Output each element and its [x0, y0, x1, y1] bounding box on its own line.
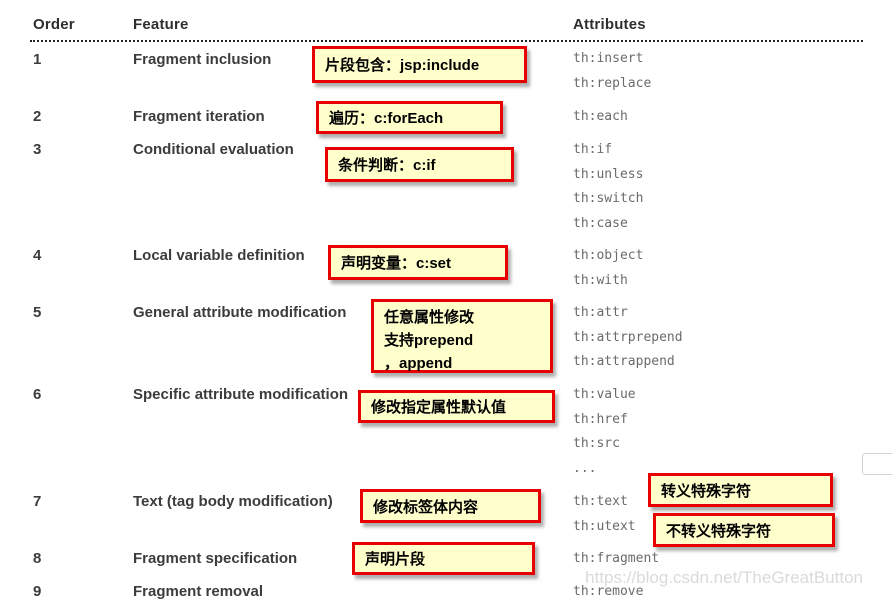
- order-cell: 6: [33, 386, 42, 403]
- attribute-item: th:each: [573, 109, 628, 124]
- annotation-line: ，append: [384, 355, 453, 372]
- attribute-item: th:with: [573, 272, 628, 288]
- attribute-item: th:unless: [573, 166, 644, 182]
- annotation-conditional-evaluation: 条件判断：c:if: [325, 147, 514, 182]
- order-cell: 2: [33, 108, 42, 125]
- annotation-line: 支持prepend: [384, 332, 474, 349]
- annotation-unescape-chars: 不转义特殊字符: [653, 513, 835, 547]
- attribute-item: th:value: [573, 387, 636, 402]
- attribute-item: th:remove: [573, 584, 644, 599]
- watermark: https://blog.csdn.net/TheGreatButton: [585, 568, 863, 587]
- order-cell: 1: [33, 51, 42, 68]
- attribute-item: th:utext: [573, 518, 636, 534]
- annotation-fragment-inclusion: 片段包含：jsp:include: [312, 46, 527, 83]
- annotation-general-attribute: 任意属性修改 支持prepend ，append: [371, 299, 553, 373]
- attribute-item: th:fragment: [573, 551, 660, 566]
- feature-cell: General attribute modification: [133, 304, 347, 321]
- order-cell: 5: [33, 304, 42, 321]
- attribute-item: th:case: [573, 215, 628, 231]
- annotation-local-variable: 声明变量：c:set: [328, 245, 508, 280]
- order-cell: 9: [33, 583, 42, 600]
- feature-cell: Fragment specification: [133, 550, 298, 567]
- attribute-item: ...: [573, 460, 597, 476]
- column-header-attributes: Attributes: [573, 16, 646, 33]
- attribute-list: th:value th:href th:src ...: [573, 383, 636, 481]
- attribute-item: th:src: [573, 436, 620, 451]
- attribute-list: th:text th:utext: [573, 490, 636, 539]
- header-divider: [30, 40, 863, 42]
- attribute-item: th:text: [573, 494, 628, 509]
- attribute-item: th:object: [573, 248, 644, 263]
- feature-cell: Fragment removal: [133, 583, 264, 600]
- order-cell: 3: [33, 141, 42, 158]
- attribute-list: th:if th:unless th:switch th:case: [573, 138, 643, 236]
- annotation-line: 任意属性修改: [384, 309, 475, 326]
- column-header-order: Order: [33, 16, 75, 33]
- feature-cell: Specific attribute modification: [133, 386, 349, 403]
- attribute-item: th:attrprepend: [573, 329, 683, 345]
- annotation-text-body: 修改标签体内容: [360, 489, 541, 523]
- feature-cell: Fragment inclusion: [133, 51, 272, 68]
- feature-cell: Text (tag body modification): [133, 493, 333, 510]
- annotation-fragment-specification: 声明片段: [352, 542, 535, 575]
- annotation-specific-attribute: 修改指定属性默认值: [358, 390, 555, 423]
- attribute-item: th:href: [573, 411, 628, 427]
- feature-cell: Fragment iteration: [133, 108, 265, 125]
- column-header-feature: Feature: [133, 16, 189, 33]
- attribute-list: th:object th:with: [573, 244, 643, 293]
- attribute-item: th:replace: [573, 75, 652, 91]
- attribute-list: th:insert th:replace: [573, 47, 651, 96]
- attribute-list: th:each: [573, 105, 628, 130]
- attribute-item: th:attr: [573, 305, 628, 320]
- attribute-list: th:attr th:attrprepend th:attrappend: [573, 301, 683, 375]
- attribute-item: th:attrappend: [573, 354, 675, 369]
- order-cell: 4: [33, 247, 42, 264]
- annotation-fragment-iteration: 遍历：c:forEach: [316, 101, 503, 134]
- attribute-list: th:remove: [573, 580, 643, 604]
- order-cell: 7: [33, 493, 42, 510]
- attribute-item: th:if: [573, 142, 613, 157]
- attribute-list: th:fragment: [573, 547, 659, 572]
- attribute-item: th:insert: [573, 51, 644, 66]
- scroll-indicator-fragment: [862, 453, 892, 475]
- attribute-item: th:switch: [573, 191, 644, 206]
- annotation-escape-chars: 转义特殊字符: [648, 473, 833, 507]
- order-cell: 8: [33, 550, 42, 567]
- feature-cell: Local variable definition: [133, 247, 305, 264]
- feature-cell: Conditional evaluation: [133, 141, 294, 158]
